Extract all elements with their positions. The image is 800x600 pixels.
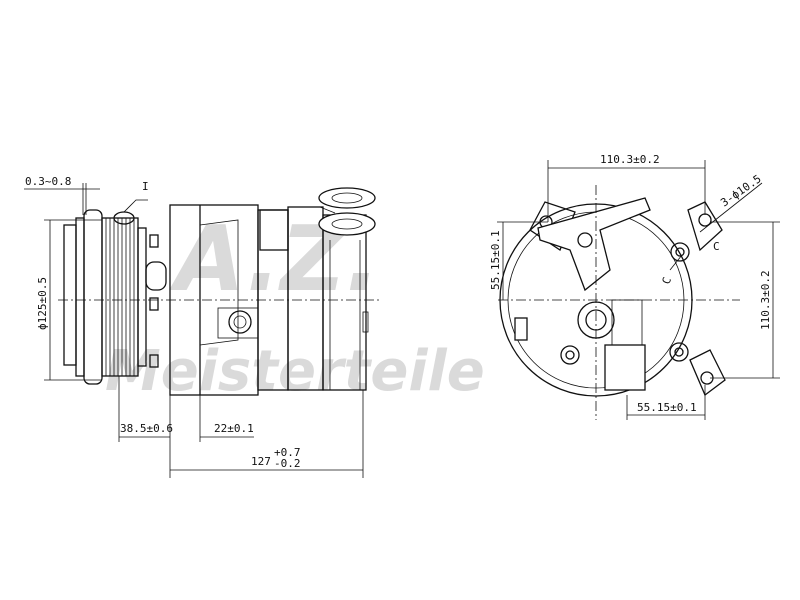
section-label-c-right: C — [713, 240, 720, 253]
section-label-c-left: C — [660, 275, 674, 286]
pulley-diameter-dimension: ϕ125±0.5 — [36, 277, 49, 330]
mount-height-dimension: 110.3±0.2 — [759, 270, 772, 330]
vertical-offset-dimension: 55.15±0.1 — [489, 230, 502, 290]
gap-dimension: 0.3~0.8 — [25, 175, 71, 188]
length-tol-upper: +0.7 — [274, 446, 301, 459]
rear-view — [498, 185, 740, 420]
side-view — [58, 187, 382, 396]
mount-width-dimension: 110.3±0.2 — [600, 153, 660, 166]
port-offset-dimension: 22±0.1 — [214, 422, 254, 435]
side-view-dimensions: 0.3~0.8 I ϕ125±0.5 38.5±0.6 22±0.1 127 +… — [24, 175, 364, 478]
svg-text:Meisterteile: Meisterteile — [105, 339, 485, 404]
horizontal-offset-dimension: 55.15±0.1 — [637, 401, 697, 414]
length-dimension: 127 — [251, 455, 271, 468]
watermark-logo: A.Z. Meisterteile — [105, 207, 485, 404]
pulley-offset-dimension: 38.5±0.6 — [120, 422, 173, 435]
holes-dimension: 3-ϕ10.5 — [718, 172, 763, 209]
detail-label: I — [142, 180, 149, 193]
length-tol-lower: -0.2 — [274, 457, 301, 470]
